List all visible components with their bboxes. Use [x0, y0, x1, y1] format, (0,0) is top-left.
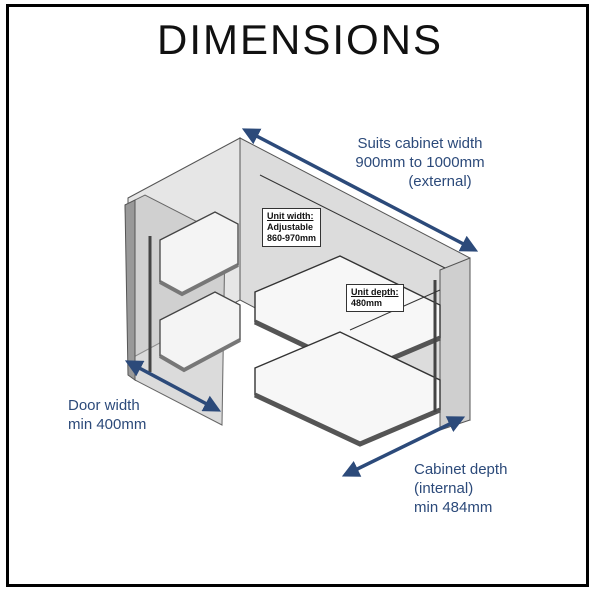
cabinet-right-panel — [439, 257, 471, 431]
page-title: DIMENSIONS — [156, 16, 444, 63]
door-edge — [124, 199, 136, 381]
left-shelf-upper — [159, 211, 239, 297]
cabinet-width-label: Suits cabinet width 900mm to 1000mm (ext… — [355, 135, 485, 190]
door-width-label: Door width min 400mm — [68, 397, 147, 433]
unit-width-callout: Unit width: Adjustable 860-970mm — [262, 208, 322, 247]
cabinet-width-arrow — [241, 128, 479, 252]
door-width-arrow — [124, 360, 222, 412]
cabinet-depth-label: Cabinet depth (internal) min 484mm — [414, 461, 508, 516]
cabinet-depth-arrow — [341, 416, 466, 477]
unit-depth-callout: Unit depth: 480mm — [346, 284, 404, 312]
